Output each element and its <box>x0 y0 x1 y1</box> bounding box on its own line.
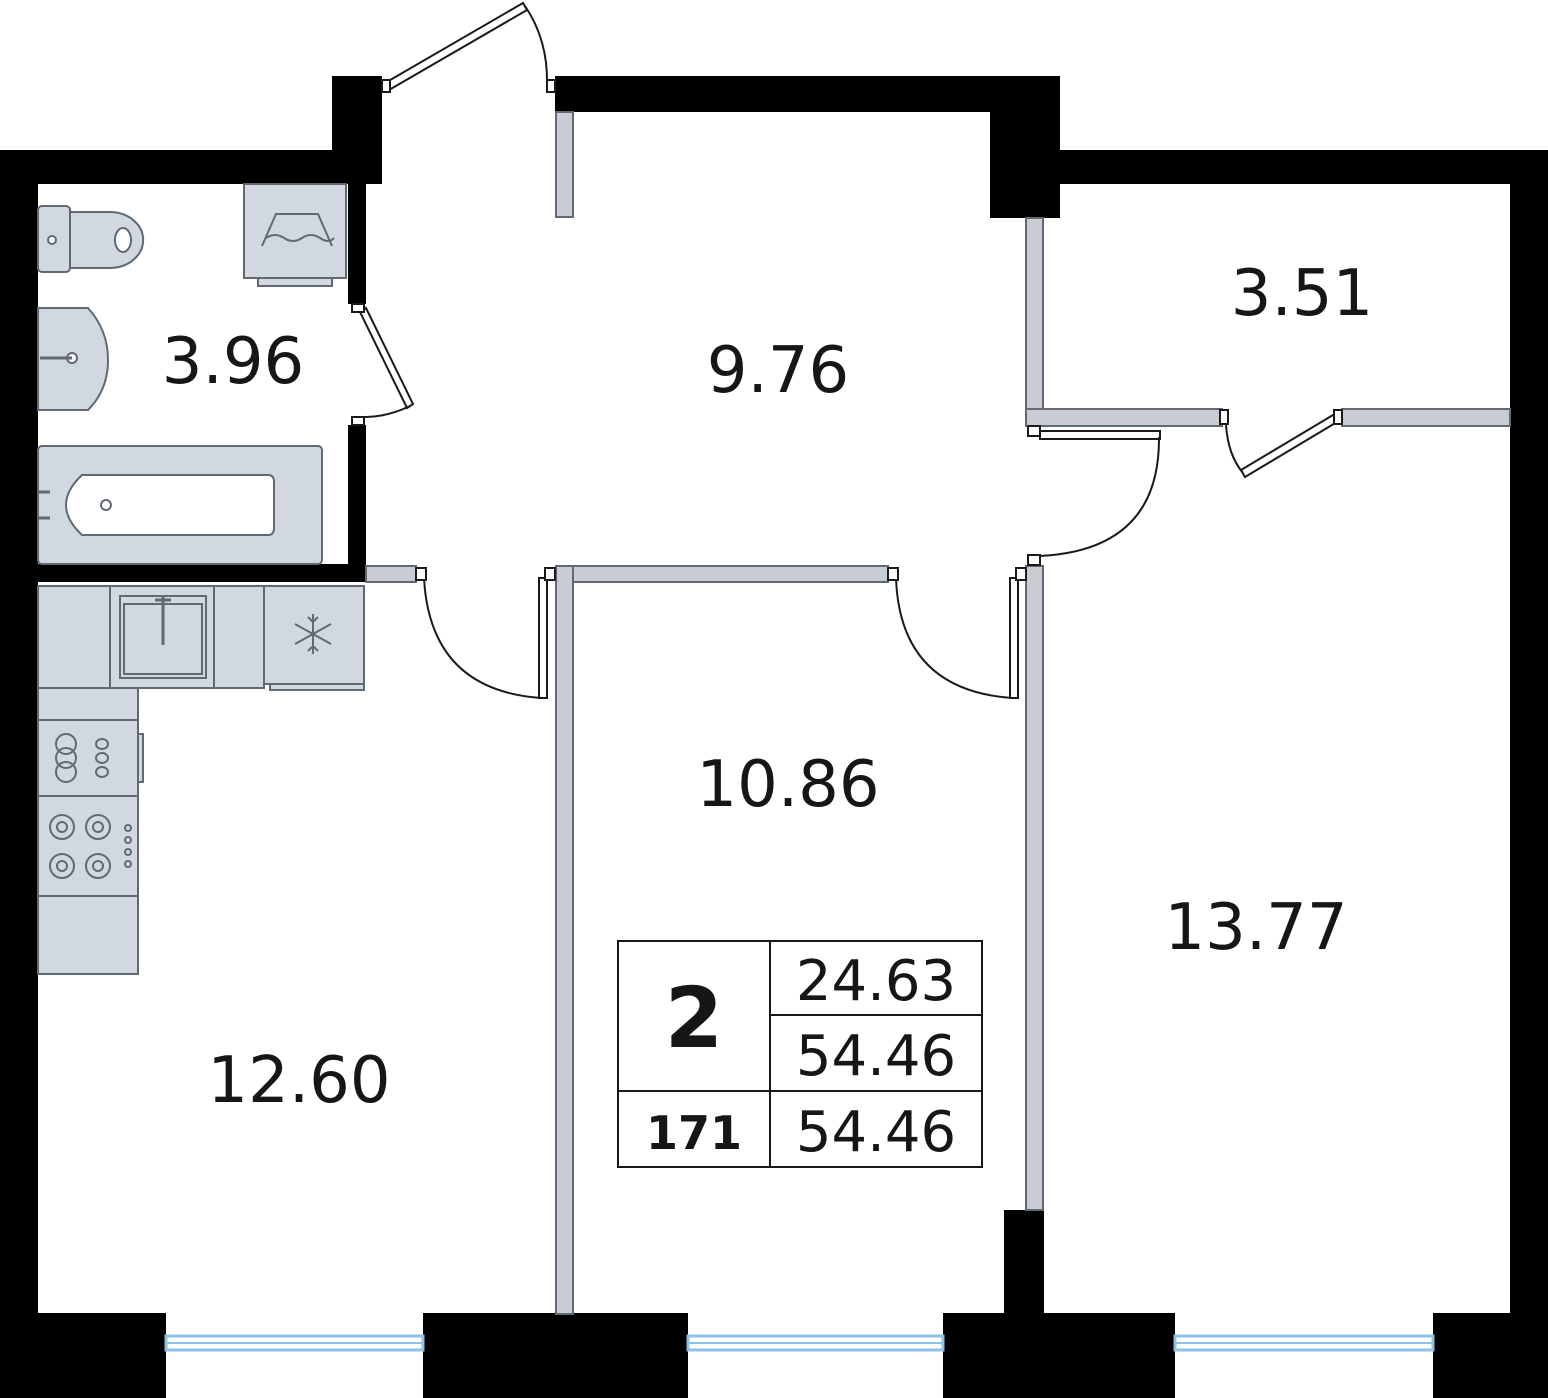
stove-icon <box>37 719 144 797</box>
living-area: 24.63 <box>796 949 956 1014</box>
exterior-walls <box>0 76 1548 1398</box>
counter-bottom <box>37 895 139 975</box>
room-area-hallway: 9.76 <box>707 334 850 408</box>
room-area-storage: 3.51 <box>1231 257 1374 331</box>
counter-corner <box>37 687 139 721</box>
doors <box>351 1 1344 699</box>
rooms-count: 2 <box>665 969 723 1067</box>
fridge-icon <box>263 585 365 691</box>
counter-top <box>37 585 111 689</box>
apartment-number: 171 <box>646 1106 742 1160</box>
partitions <box>365 111 1511 1315</box>
room-area-kitchen-living: 12.60 <box>207 1044 390 1118</box>
toilet-icon <box>37 205 145 273</box>
room-area-bedroom-small: 10.86 <box>696 748 879 822</box>
bedroom-large-door <box>1027 425 1161 566</box>
room-area-bathroom: 3.96 <box>162 325 305 399</box>
bathroom-door <box>351 303 415 426</box>
window-kitchen <box>164 1334 425 1352</box>
cooktop-icon <box>37 795 139 897</box>
room-area-bedroom-large: 13.77 <box>1164 891 1347 965</box>
kitchen-fixtures <box>37 585 365 975</box>
area-with-balcony: 54.46 <box>796 1100 956 1165</box>
kitchen-sink-icon <box>109 585 215 689</box>
total-area: 54.46 <box>796 1024 956 1089</box>
kitchen-door <box>415 567 556 699</box>
sink-icon <box>37 307 110 411</box>
bathroom-fixtures <box>37 183 347 565</box>
counter-middle <box>213 585 265 689</box>
window-bedroom-small <box>686 1334 945 1352</box>
windows <box>164 1334 1435 1352</box>
storage-door <box>1219 409 1344 479</box>
room-labels: 3.96 9.76 3.51 10.86 12.60 13.77 <box>162 257 1374 1118</box>
bathtub-icon <box>37 445 323 565</box>
bedroom-small-door <box>887 567 1027 699</box>
washing-machine-icon <box>243 183 347 287</box>
info-table: 2 24.63 54.46 171 54.46 <box>617 940 983 1168</box>
window-bedroom-large <box>1173 1334 1435 1352</box>
entrance-door <box>381 1 556 93</box>
